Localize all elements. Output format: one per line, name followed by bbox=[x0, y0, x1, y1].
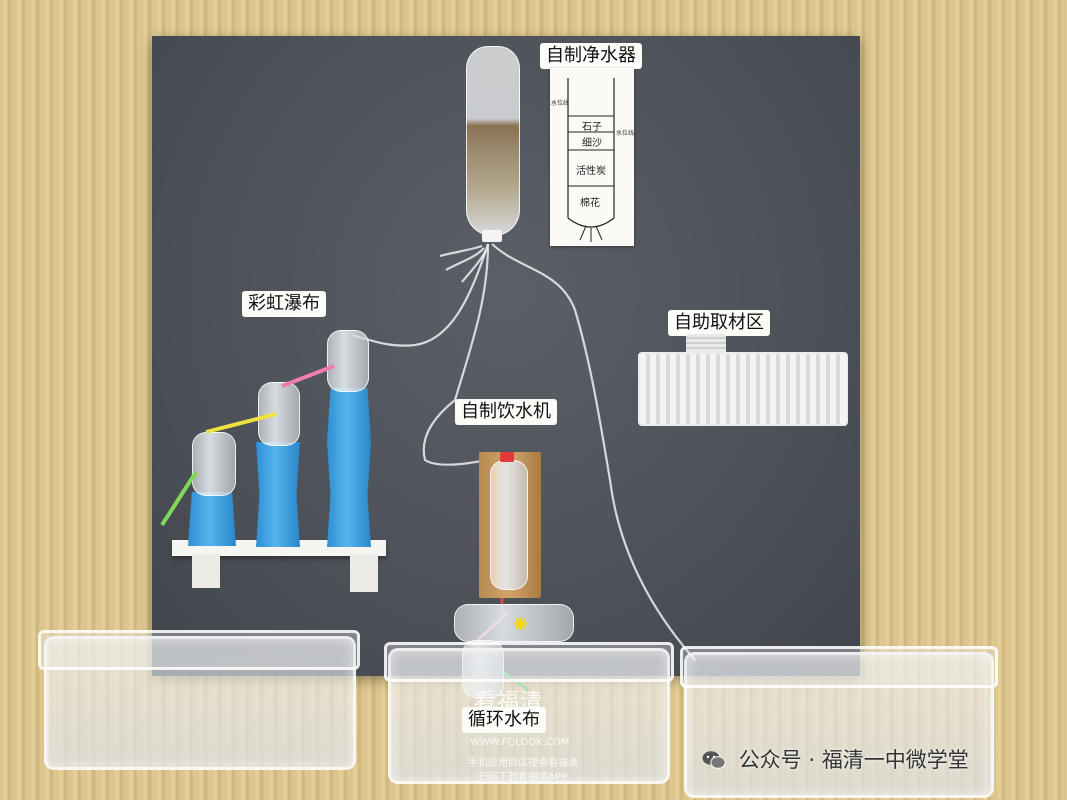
bottle-in-basket bbox=[686, 334, 726, 356]
watermark-site: WWW.FQLOOK.COM bbox=[470, 737, 570, 748]
tube-to-cycle-tray bbox=[491, 243, 696, 661]
watermark-line2: 扫码下载看福清APP bbox=[478, 772, 567, 783]
tray-center-rim bbox=[384, 642, 674, 682]
side-note-left: 水位线 bbox=[551, 100, 570, 107]
straw-green bbox=[160, 470, 198, 527]
layer-label-cotton: 棉花 bbox=[580, 198, 600, 209]
tray-right-rim bbox=[680, 646, 998, 688]
tray-left bbox=[44, 636, 356, 770]
blue-cup-mid-bottom bbox=[256, 495, 300, 547]
label-drinking-fountain: 自制饮水机 bbox=[455, 399, 557, 425]
rainbow-shelf-bracket-left bbox=[192, 554, 220, 588]
layer-label-carbon: 活性炭 bbox=[576, 166, 606, 177]
straw-pink bbox=[281, 364, 335, 388]
purifier-diagram-card: 石子 细沙 活性炭 棉花 水位线 水位线 bbox=[550, 68, 634, 246]
blue-cup-right-top bbox=[327, 388, 371, 442]
bottle-right bbox=[327, 330, 369, 392]
tube-to-fountain bbox=[422, 243, 513, 466]
label-rainbow-falls: 彩虹瀑布 bbox=[242, 291, 326, 317]
horizontal-bottle bbox=[454, 604, 574, 642]
tube-branch-2 bbox=[445, 247, 485, 271]
account-caption: 公众号 · 福清一中微学堂 bbox=[702, 744, 969, 774]
layer-label-stones: 石子 bbox=[582, 122, 602, 133]
blue-cup-right-middle bbox=[327, 442, 371, 496]
tube-to-rainbow bbox=[351, 243, 490, 347]
tube-branch-3 bbox=[461, 249, 487, 283]
rainbow-shelf-bracket-right bbox=[350, 554, 378, 592]
side-note-right: 水位线 bbox=[616, 130, 635, 137]
watermark-brand: 看福清 bbox=[474, 690, 544, 715]
account-name: 公众号 · 福清一中微学堂 bbox=[738, 748, 969, 772]
straw-yellow bbox=[205, 412, 277, 434]
blue-cup-right-bottom bbox=[327, 495, 371, 547]
fountain-bottle bbox=[490, 460, 528, 590]
layer-label-sand: 细沙 bbox=[582, 138, 602, 149]
tray-right bbox=[684, 652, 994, 798]
fountain-bottle-cap bbox=[500, 452, 514, 462]
bottle-mid bbox=[258, 382, 300, 446]
tray-left-rim bbox=[38, 630, 360, 670]
purifier-diagram-sketch bbox=[567, 78, 615, 242]
label-purifier: 自制净水器 bbox=[540, 43, 642, 69]
bottle-left bbox=[192, 432, 236, 496]
purifier-bottle bbox=[466, 46, 520, 236]
label-self-service: 自助取材区 bbox=[668, 310, 770, 336]
label-cycle-falls: 循环水布 bbox=[462, 707, 546, 733]
purifier-cap bbox=[482, 230, 502, 242]
wechat-icon bbox=[702, 750, 726, 770]
tube-branch-1 bbox=[439, 244, 483, 258]
watermark-line1: 手机应用商店搜索看福清 bbox=[468, 758, 578, 769]
blue-cup-left bbox=[188, 492, 236, 546]
self-service-basket bbox=[638, 352, 848, 426]
blue-cup-mid-top bbox=[256, 442, 300, 496]
star-decoration: ✸ bbox=[512, 612, 529, 636]
